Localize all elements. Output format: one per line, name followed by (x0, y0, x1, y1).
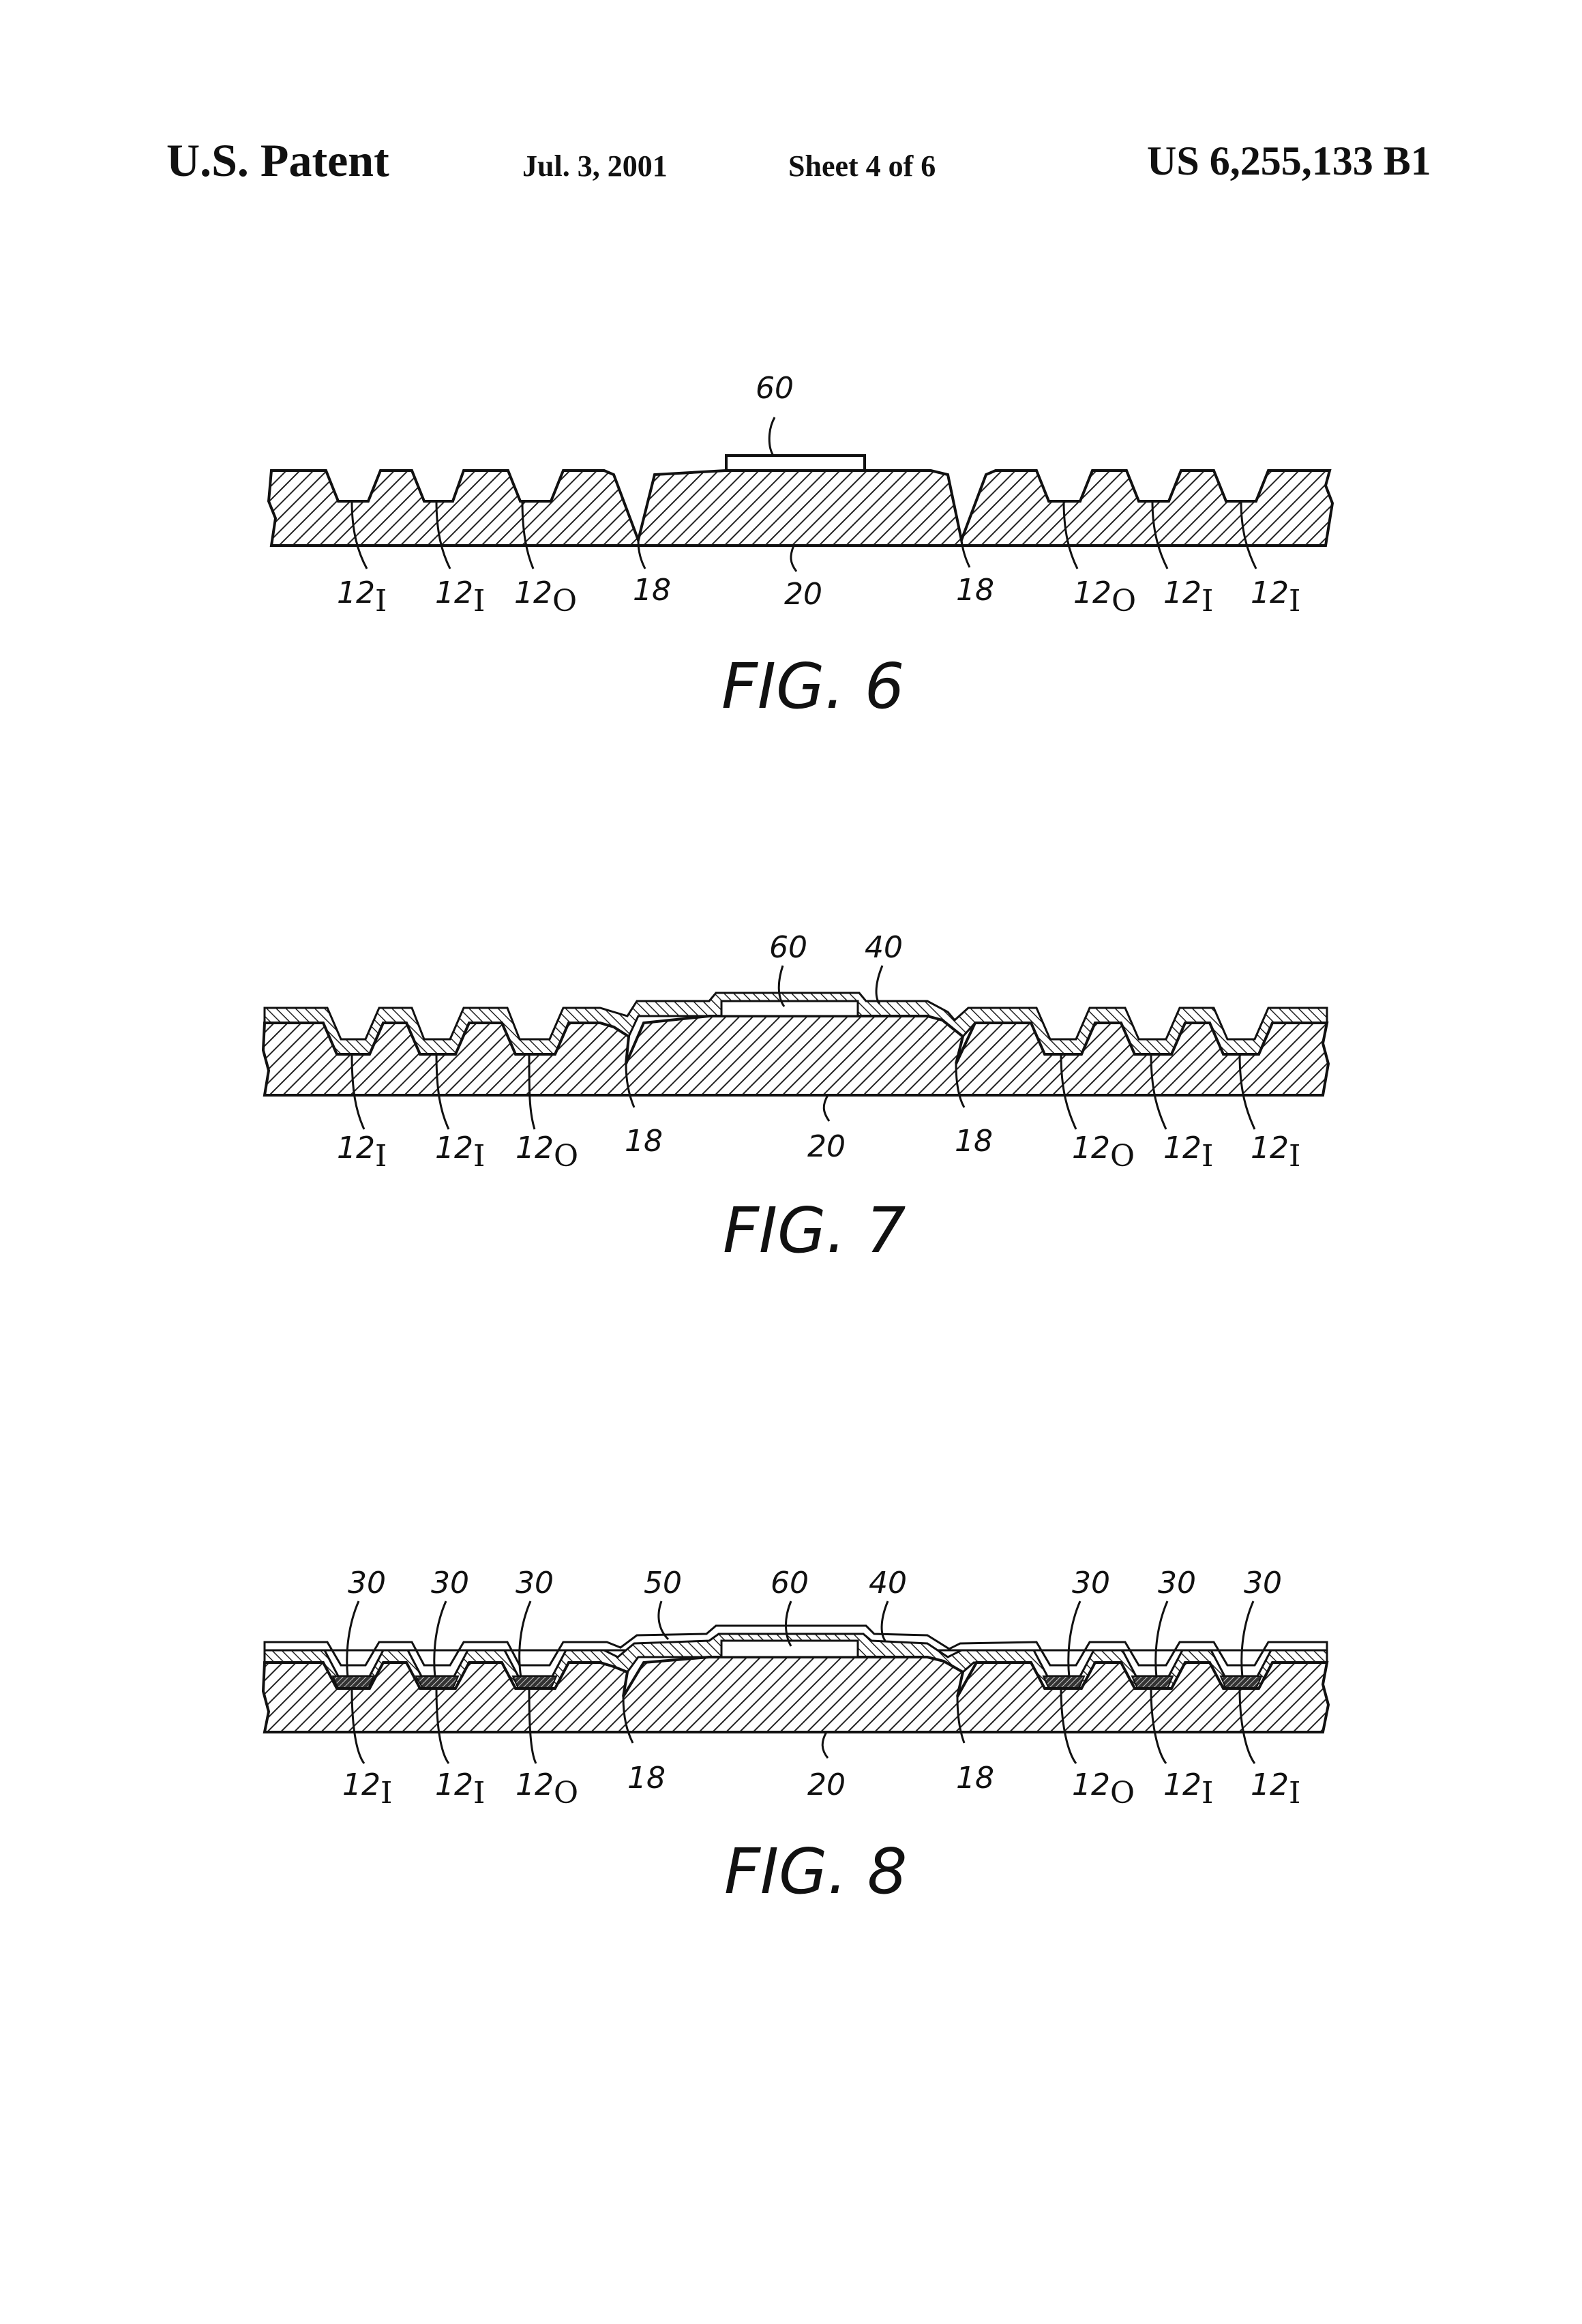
fig7-label-40: 40 (865, 930, 903, 965)
fig6-label-60: 60 (756, 371, 794, 406)
fig7-label-12i-d: 12I (1251, 1131, 1300, 1174)
fig6-leader-60 (769, 417, 775, 456)
fig7-label-60: 60 (769, 930, 807, 965)
fig6-bottom-labels: 12I 12I 12O 18 20 18 12O 12I 12I (337, 573, 1300, 619)
fig8-label-12i-c: 12I (1163, 1768, 1213, 1811)
figure-8: 30 30 30 50 60 40 30 30 30 12I 12I 12O 1… (263, 1566, 1328, 1908)
figure-7: 60 40 12I 12I 12O 18 20 18 12O 12I 12I F… (263, 930, 1328, 1267)
fig8-fill-30-f (1221, 1676, 1262, 1688)
fig7-label-12i-a: 12I (337, 1131, 387, 1174)
fig8-top-labels: 30 30 30 50 60 40 30 30 30 (348, 1566, 1282, 1600)
fig8-label-60: 60 (771, 1566, 809, 1600)
fig8-label-30-c: 30 (516, 1566, 554, 1600)
fig6-label-12o-a: 12O (514, 576, 577, 619)
fig7-element-60 (721, 1001, 858, 1016)
fig8-caption: FIG. 8 (724, 1835, 907, 1908)
fig7-label-18-b: 18 (955, 1124, 993, 1159)
fig8-label-30-a: 30 (348, 1566, 386, 1600)
fig8-label-18-b: 18 (956, 1761, 994, 1796)
fig8-label-12o-a: 12O (516, 1768, 578, 1811)
fig7-label-12i-c: 12I (1163, 1131, 1213, 1174)
fig6-leader-20 (791, 546, 796, 571)
fig7-label-12o-b: 12O (1072, 1131, 1135, 1174)
fig8-label-30-f: 30 (1244, 1566, 1282, 1600)
fig7-label-20: 20 (807, 1129, 846, 1164)
fig8-label-50: 50 (644, 1566, 682, 1600)
fig8-label-12i-d: 12I (1251, 1768, 1300, 1811)
fig7-label-12i-b: 12I (435, 1131, 485, 1174)
fig8-label-12i-a: 12I (342, 1768, 392, 1811)
fig8-label-18-a: 18 (627, 1761, 666, 1796)
fig7-label-18-a: 18 (625, 1124, 663, 1159)
fig8-substrate (263, 1657, 1328, 1732)
fig8-fill-30-e (1132, 1676, 1173, 1688)
fig6-label-18-a: 18 (633, 573, 671, 608)
fig6-label-12i-d: 12I (1251, 576, 1300, 619)
fig8-bottom-labels: 12I 12I 12O 18 20 18 12O 12I 12I (342, 1761, 1300, 1811)
fig6-label-12o-b: 12O (1073, 576, 1136, 619)
fig8-fill-30-b (416, 1676, 458, 1688)
fig7-leader-40 (876, 966, 882, 1004)
fig8-label-30-e: 30 (1158, 1566, 1196, 1600)
fig7-substrate (263, 1016, 1328, 1095)
figure-6: 60 12I 12I 12O 18 20 18 12O 12I 12I FIG.… (269, 371, 1332, 723)
fig6-label-12i-c: 12I (1163, 576, 1213, 619)
fig8-fill-30-c (513, 1676, 556, 1688)
fig6-element-60 (726, 456, 865, 471)
fig7-bottom-labels: 12I 12I 12O 18 20 18 12O 12I 12I (337, 1124, 1300, 1174)
fig8-fill-30-a (333, 1676, 374, 1688)
fig6-label-12i-a: 12I (337, 576, 387, 619)
fig8-fill-30-d (1043, 1676, 1084, 1688)
fig7-label-12o-a: 12O (516, 1131, 578, 1174)
fig7-leader-20 (824, 1095, 829, 1121)
fig6-label-18-b: 18 (956, 573, 994, 608)
fig8-label-12o-b: 12O (1072, 1768, 1135, 1811)
fig6-label-20: 20 (784, 577, 822, 612)
fig8-label-12i-b: 12I (435, 1768, 485, 1811)
fig8-leader-20 (822, 1732, 828, 1758)
fig8-leader-50 (659, 1601, 668, 1639)
fig6-label-12i-b: 12I (435, 576, 485, 619)
fig6-caption: FIG. 6 (721, 650, 904, 723)
fig8-label-40: 40 (869, 1566, 907, 1600)
fig8-label-20: 20 (807, 1768, 846, 1802)
fig7-caption: FIG. 7 (723, 1194, 906, 1267)
fig8-label-30-d: 30 (1072, 1566, 1110, 1600)
fig8-label-30-b: 30 (431, 1566, 469, 1600)
